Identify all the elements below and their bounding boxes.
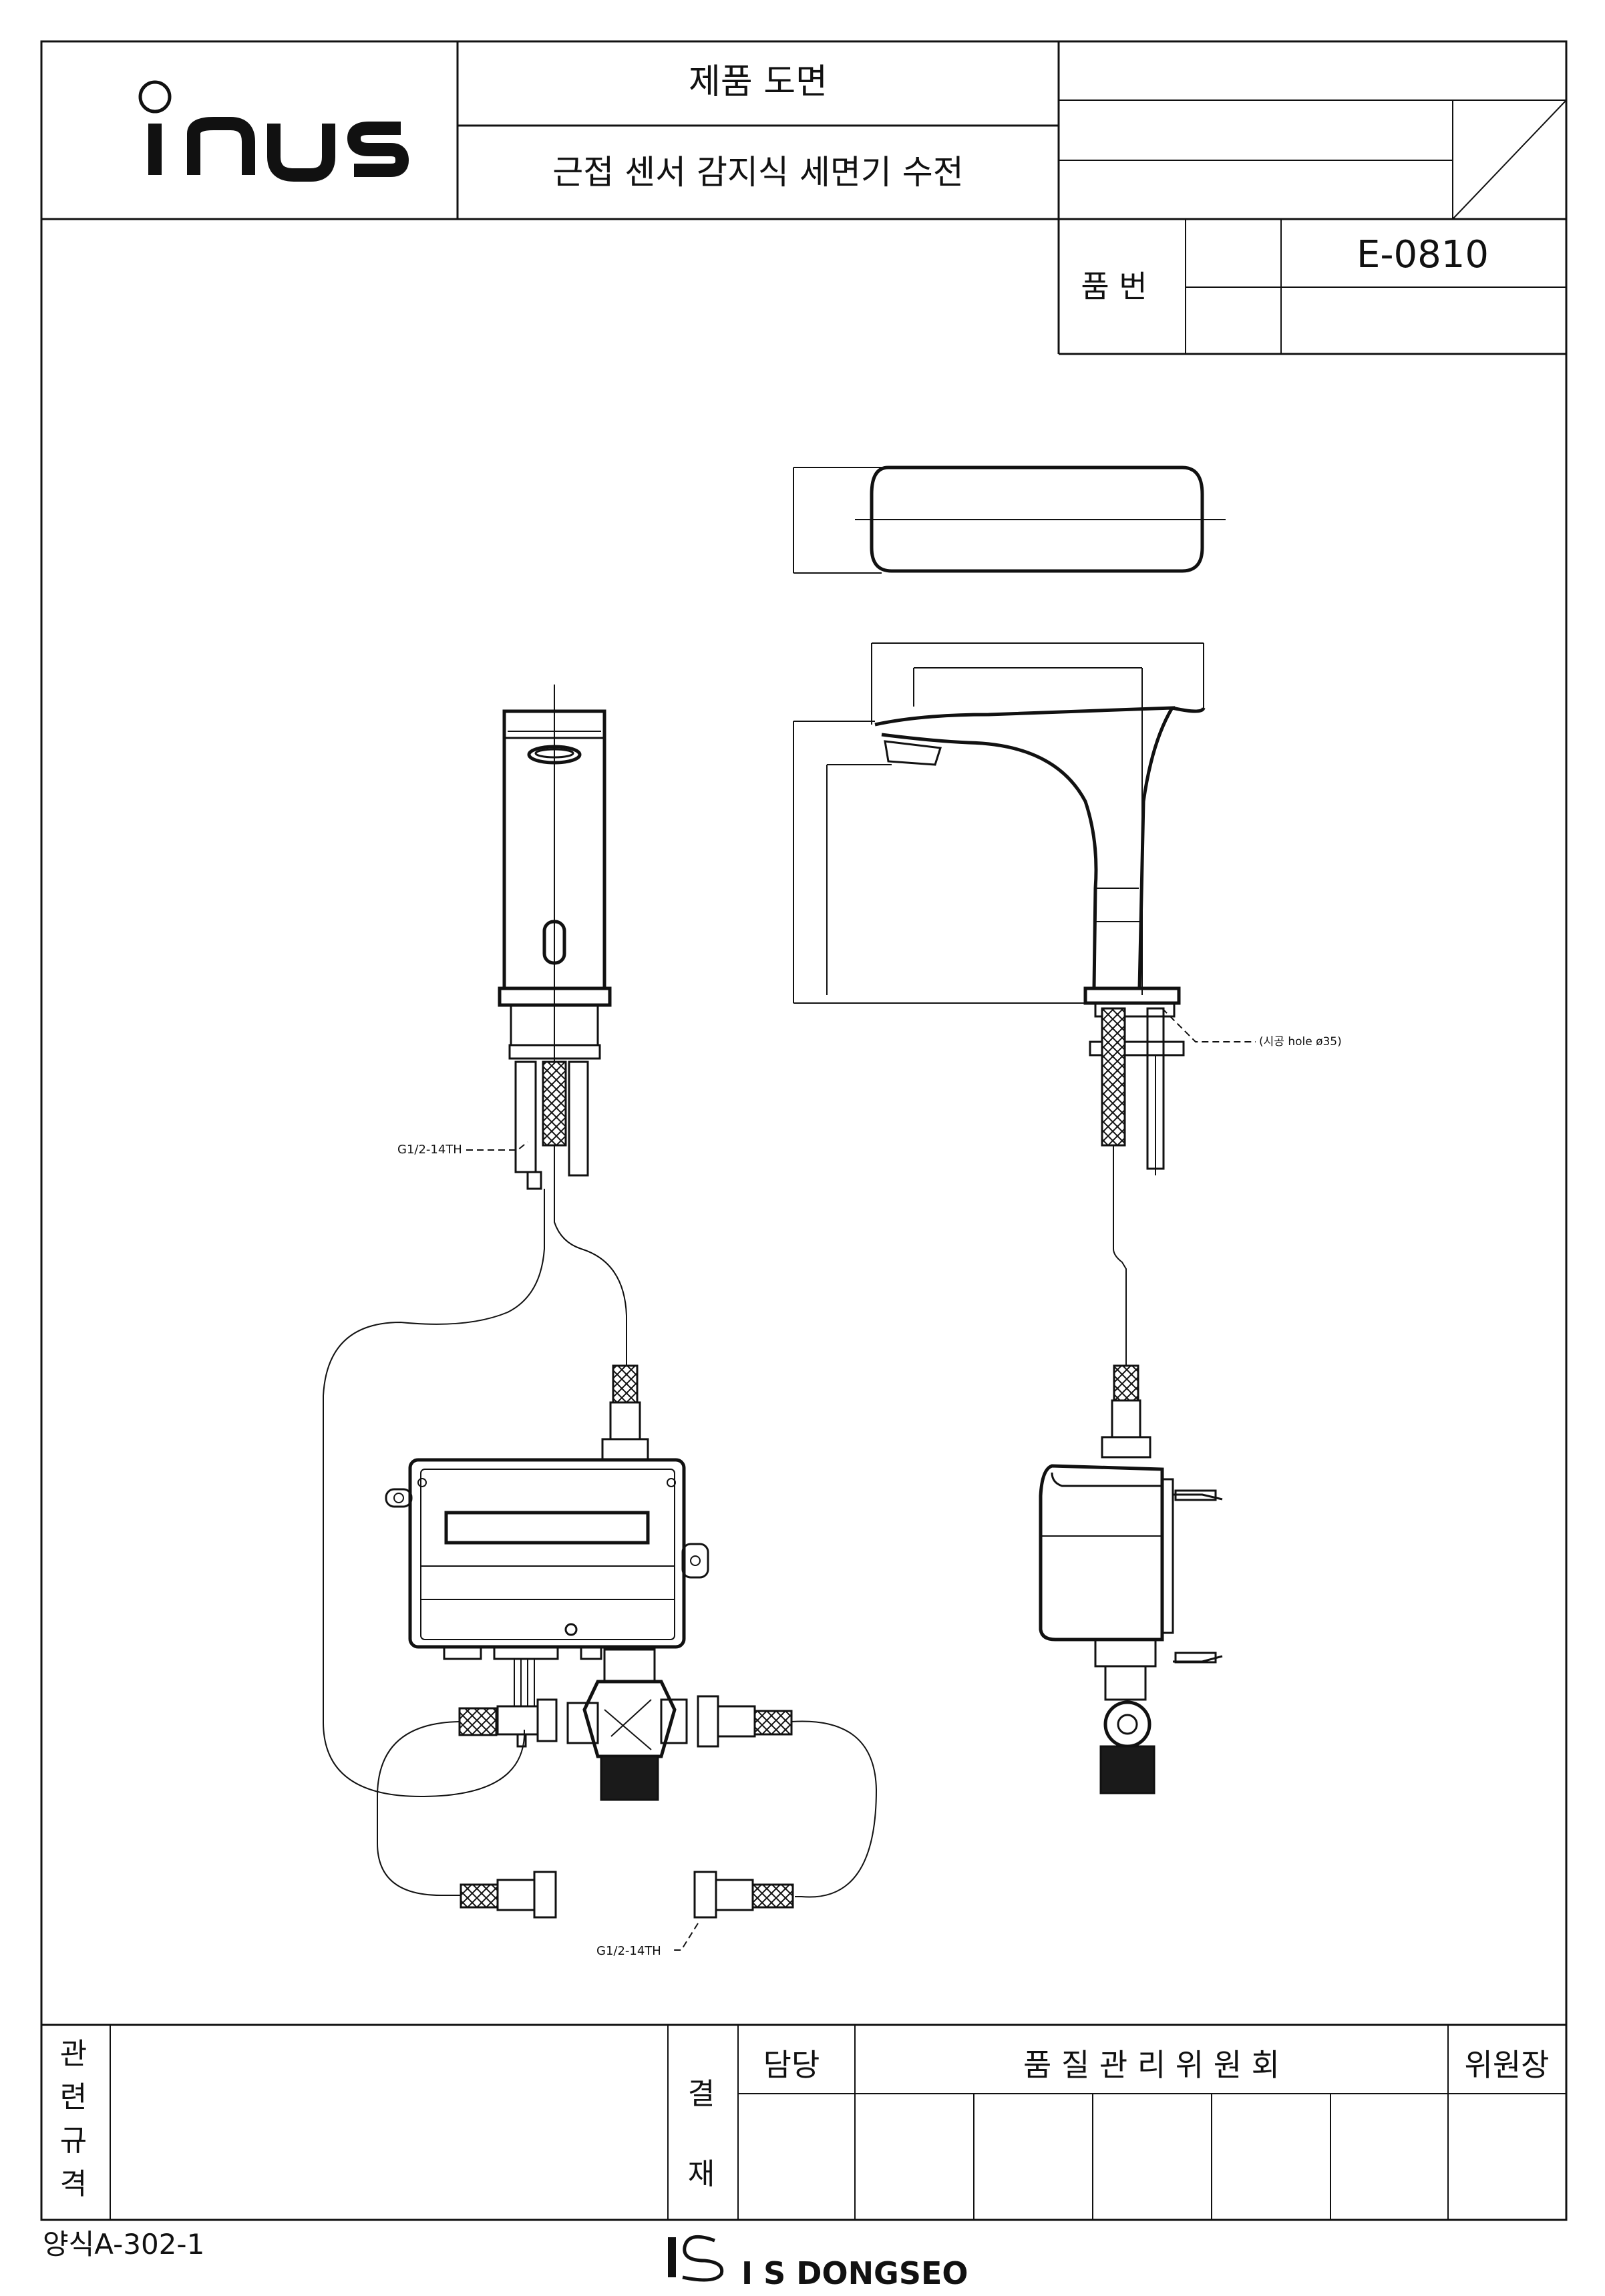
related-spec-3: 규: [60, 2124, 87, 2158]
in-charge-label: 담당: [763, 2047, 820, 2083]
front-view: G1/2-14TH: [323, 685, 878, 1958]
doc-type: 제품 도면: [689, 62, 828, 102]
approval-label-1: 결: [688, 2077, 715, 2111]
committee-label: 품 질 관 리 위 원 회: [1023, 2047, 1280, 2083]
product-name: 근접 센서 감지식 세면기 수전: [552, 153, 964, 192]
part-no: E-0810: [1357, 233, 1489, 276]
side-view: (시공 hole ø35): [793, 642, 1342, 1794]
chair-label: 위원장: [1465, 2047, 1550, 2083]
inus-logo: [138, 80, 409, 182]
company-name: I S DONGSEO: [741, 2255, 968, 2291]
control-box: [385, 1458, 709, 1706]
top-view: [793, 465, 1226, 574]
part-no-label: 품 번: [1081, 268, 1147, 305]
hole-note: (시공 hole ø35): [1259, 1035, 1342, 1048]
form-number: 양식A-302-1: [43, 2228, 204, 2261]
title-block: 제품 도면 근접 센서 감지식 세면기 수전 품 번 E-0810: [41, 41, 1567, 355]
approval-label-2: 재: [688, 2157, 715, 2191]
is-dongseo-logo: I S DONGSEO: [668, 2235, 968, 2291]
thread-note-b: G1/2-14TH: [596, 1944, 661, 1958]
related-spec-4: 격: [60, 2167, 87, 2201]
related-spec-1: 관: [60, 2037, 87, 2071]
related-spec-2: 련: [60, 2080, 87, 2114]
approval-block: 관 련 규 격 결 재 담당 품 질 관 리 위 원 회 위원장: [41, 2024, 1566, 2220]
sheet-border: [40, 40, 1568, 2221]
thread-note-a: G1/2-14TH: [397, 1143, 462, 1157]
